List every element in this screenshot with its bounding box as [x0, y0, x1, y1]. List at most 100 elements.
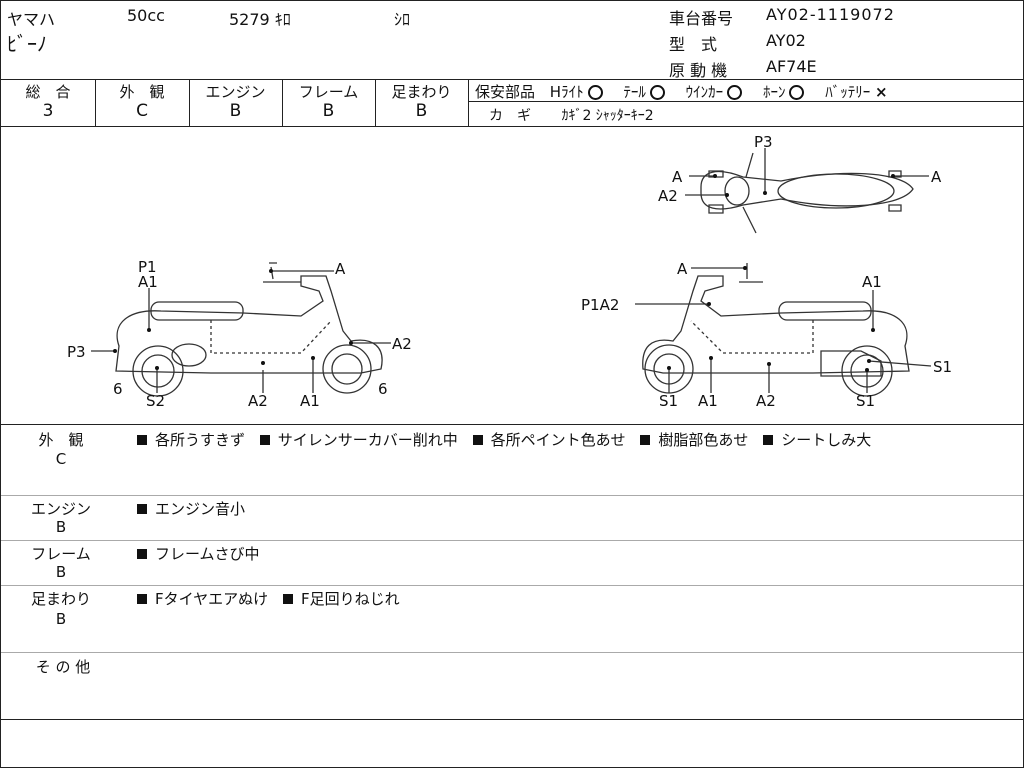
damage-label: A1 — [698, 392, 718, 410]
rating-value: B — [415, 101, 428, 121]
bullet-square-icon — [640, 435, 651, 445]
divider — [282, 79, 283, 126]
displacement: 50cc — [127, 6, 165, 25]
divider — [468, 79, 469, 126]
maker: ヤマハ — [7, 10, 56, 29]
rating-label: エンジン — [205, 83, 266, 101]
remark-row-other: そ の 他 — [1, 653, 1023, 719]
damage-label: A1 — [300, 392, 320, 410]
divider — [1, 424, 1023, 425]
bullet-square-icon — [137, 594, 147, 604]
key-label: カ ギ — [489, 108, 531, 124]
remark-grade: B — [55, 563, 67, 581]
divider — [468, 101, 1023, 102]
scooter-diagram: P1 A1 A P3 A2 6 S2 A2 A1 6 P3 A A2 A A A… — [67, 133, 952, 410]
divider — [1, 126, 1023, 127]
remark-item: 樹脂部色あせ — [640, 431, 748, 449]
damage-label: A2 — [756, 392, 776, 410]
top-scooter — [700, 152, 914, 234]
rating-label: 総 合 — [25, 83, 71, 101]
remark-item: シートしみ大 — [763, 431, 871, 449]
model-name: ﾋﾞｰﾉ — [7, 32, 47, 56]
engine-model-label: 原 動 機 — [669, 61, 728, 80]
mileage: 5279 ｷﾛ — [229, 10, 291, 29]
divider — [1, 652, 1023, 653]
key-value: ｶｷﾞ2 ｼｬｯﾀｰｷｰ2 — [561, 108, 654, 124]
safety-item-headlight: Hﾗｲﾄ — [550, 83, 607, 101]
safety-item-name: ﾎｰﾝ — [762, 83, 786, 101]
rating-overall: 総 合 3 — [1, 79, 95, 125]
remark-items: フレームさび中 — [137, 543, 270, 564]
ng-cross-icon: × — [875, 83, 888, 101]
rating-suspension: 足まわり B — [375, 79, 468, 125]
ok-circle-icon — [587, 85, 603, 100]
divider — [1, 585, 1023, 586]
remark-item: Fタイヤエアぬけ — [137, 590, 268, 608]
damage-label: A — [931, 168, 942, 186]
safety-parts: 保安部品 Hﾗｲﾄ ﾃｰﾙ ｳｲﾝｶｰ ﾎｰﾝ ﾊﾞｯﾃﾘｰ × — [475, 81, 888, 102]
remark-row-suspension: 足まわり B Fタイヤエアぬけ F足回りねじれ — [1, 586, 1023, 652]
remark-items: エンジン音小 — [137, 498, 255, 519]
rating-exterior: 外 観 C — [95, 79, 189, 125]
type-label: 型 式 — [669, 35, 718, 54]
damage-label: A — [672, 168, 683, 186]
damage-label: A2 — [658, 187, 678, 205]
safety-item-battery: ﾊﾞｯﾃﾘｰ × — [825, 83, 887, 101]
divider — [1, 495, 1023, 496]
remark-item: サイレンサーカバー削れ中 — [259, 431, 458, 449]
left-scooter — [115, 262, 383, 397]
remark-item: フレームさび中 — [137, 545, 260, 563]
remark-category: フレーム — [31, 545, 91, 563]
bullet-square-icon — [472, 435, 483, 445]
damage-label: S1 — [856, 392, 875, 410]
safety-item-horn: ﾎｰﾝ — [763, 83, 809, 101]
type-value: AY02 — [766, 31, 806, 50]
damage-label: P1A2 — [581, 296, 619, 314]
bullet-square-icon — [763, 435, 774, 445]
rating-value: C — [136, 101, 148, 121]
damage-label: S1 — [659, 392, 678, 410]
remark-grade: B — [55, 610, 67, 628]
damage-label: P3 — [754, 133, 773, 151]
safety-item-name: ｳｲﾝｶｰ — [685, 83, 724, 101]
damage-label: S1 — [933, 358, 952, 376]
remark-category: そ の 他 — [35, 658, 91, 676]
remark-category: エンジン — [30, 500, 91, 518]
remark-category: 足まわり — [30, 590, 91, 608]
damage-label: A2 — [392, 335, 412, 353]
bullet-square-icon — [137, 435, 147, 445]
key-row: カ ギ ｶｷﾞ2 ｼｬｯﾀｰｷｰ2 — [489, 105, 654, 125]
rating-value: B — [322, 101, 335, 121]
divider — [1, 719, 1023, 720]
damage-label: A1 — [138, 273, 158, 291]
damage-label: P1 — [138, 258, 157, 276]
damage-label: A1 — [862, 273, 882, 291]
ok-circle-icon — [727, 85, 743, 100]
bullet-square-icon — [282, 594, 293, 604]
remark-category: 外 観 — [38, 431, 84, 449]
remark-item: エンジン音小 — [137, 500, 245, 518]
frame-no-value: AY02-1119072 — [766, 5, 895, 24]
right-scooter — [642, 263, 910, 397]
damage-label: 6 — [378, 380, 388, 398]
remark-row-frame: フレーム B フレームさび中 — [1, 541, 1023, 585]
engine-model-value: AF74E — [766, 57, 817, 76]
ok-circle-icon — [789, 85, 805, 100]
ratings-row: 総 合 3 外 観 C エンジン B フレーム B 足まわり B — [1, 79, 469, 126]
safety-item-name: ﾃｰﾙ — [623, 83, 646, 101]
bullet-square-icon — [137, 549, 147, 559]
rating-label: フレーム — [298, 83, 359, 101]
rating-value: 3 — [42, 101, 54, 121]
bullet-square-icon — [137, 504, 147, 514]
divider — [95, 79, 96, 126]
safety-item-name: Hﾗｲﾄ — [549, 83, 584, 101]
bullet-square-icon — [259, 435, 270, 445]
rating-label: 外 観 — [119, 83, 165, 101]
rating-frame: フレーム B — [282, 79, 375, 125]
divider — [189, 79, 190, 126]
damage-label: 6 — [113, 380, 123, 398]
ok-circle-icon — [649, 85, 665, 100]
divider — [1, 79, 1023, 80]
divider — [375, 79, 376, 126]
